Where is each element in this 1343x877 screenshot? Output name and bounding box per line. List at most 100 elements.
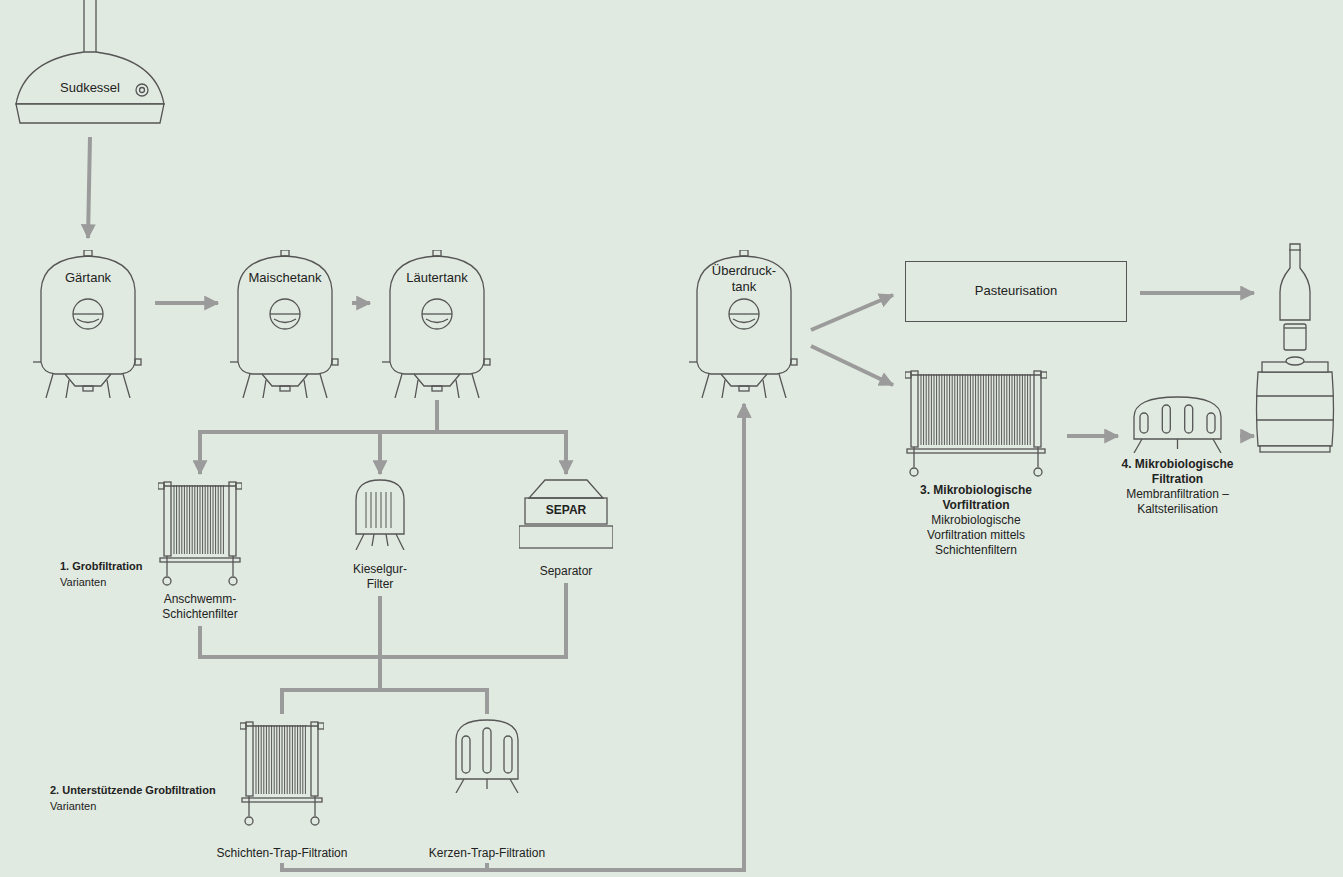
tank-outlet (432, 386, 442, 391)
filter-candle (504, 736, 512, 773)
flow-connector (1067, 434, 1118, 438)
filter-plate (996, 374, 997, 445)
filter-leg (510, 779, 518, 793)
filter-handle (158, 483, 164, 489)
filter-handle (905, 372, 911, 378)
filter-plate (266, 725, 267, 794)
side-port (230, 361, 238, 362)
filter-unit: Anschwemm- Schichtenfilter (158, 478, 242, 622)
flow-connector (487, 404, 744, 870)
node-label: Anschwemm- Schichtenfilter (162, 592, 237, 622)
filter-unit: Kieselgur- Filter (351, 478, 410, 592)
bottle-lip (1289, 249, 1301, 250)
filter-dome (456, 720, 518, 779)
node-label: Schichten-Trap-Filtration (217, 846, 348, 861)
filter-plate (297, 725, 298, 794)
filter-plate (261, 725, 262, 794)
tank-leg (763, 380, 766, 398)
machine-badge: SEPAR (517, 503, 615, 518)
tank-leg (243, 374, 250, 398)
filter-plate (1004, 374, 1005, 445)
flow-connector (380, 583, 566, 714)
filter-plate (258, 725, 259, 794)
filter-wheel (910, 468, 918, 476)
filter-plate (1019, 374, 1020, 445)
manway-arc (426, 319, 448, 323)
flow-connector (380, 400, 437, 474)
filter-element (386, 492, 387, 528)
filter-plate (944, 374, 945, 445)
keg-band (1256, 395, 1334, 396)
flow-connector (352, 301, 370, 305)
tank-cone (65, 374, 111, 386)
tank-leg (320, 374, 327, 398)
filter-plate (983, 374, 984, 445)
filter-plate (289, 725, 290, 794)
side-port (332, 359, 338, 365)
filter-plate (921, 374, 922, 445)
filter-dome (356, 480, 404, 534)
filter-plate (284, 725, 285, 794)
filter-element (366, 492, 367, 528)
tank-leg (263, 380, 266, 398)
node-label: Gärtank (65, 270, 111, 286)
filter-plate (197, 485, 198, 554)
tank-leg (702, 374, 709, 398)
filter-plate (269, 725, 270, 794)
filter-leg (1037, 447, 1038, 467)
filter-plate (300, 725, 301, 794)
filter-plate (210, 485, 211, 554)
filter-plate (952, 374, 953, 445)
filter-unit: SEPARSeparator (517, 478, 615, 579)
separator-hood (529, 480, 603, 498)
kettle-pipe (83, 0, 84, 52)
kettle-pipe (95, 0, 96, 52)
tank-outlet (83, 386, 93, 391)
filter-plate (274, 725, 275, 794)
flow-connector (811, 295, 893, 330)
filter-wheel (1034, 468, 1042, 476)
filter-candle (462, 736, 470, 773)
filter-plate (1009, 374, 1010, 445)
node-label: Pasteurisation (975, 283, 1057, 299)
manway-arc (274, 319, 296, 323)
filter-leg (456, 779, 464, 793)
tank-body (41, 256, 135, 374)
filter-leg (396, 534, 404, 550)
node-label: Kieselgur- Filter (353, 562, 407, 592)
manway-bar (270, 313, 300, 314)
filter-plate (207, 485, 208, 554)
flow-connector (282, 404, 744, 870)
keg-band (1256, 419, 1334, 420)
filter-plate (936, 374, 937, 445)
filter-plate (1001, 374, 1002, 445)
end-plate (1034, 371, 1041, 447)
kettle-port (136, 84, 148, 96)
filter-plate (189, 485, 190, 554)
tank: Überdruck- tank (689, 250, 799, 398)
filter-wheel (163, 577, 171, 585)
flow-connector (155, 301, 218, 305)
filter-element (381, 492, 382, 528)
filter-plate (176, 485, 177, 554)
tank-cone (721, 374, 767, 386)
flow-arrow (1240, 434, 1254, 438)
tank-leg (779, 374, 786, 398)
tank-body (238, 256, 332, 374)
side-port (484, 359, 490, 365)
containers (1256, 244, 1334, 452)
flow-connector (811, 346, 893, 385)
filter-plate (1012, 374, 1013, 445)
filter-plate (282, 725, 283, 794)
filter-plate (213, 485, 214, 554)
filter-unit: 3. Mikrobiologische VorfiltrationMikrobi… (904, 367, 1048, 558)
kieselguhr-filter (352, 478, 408, 550)
filter-plate (1006, 374, 1007, 445)
filter-leg (386, 534, 388, 546)
filter-plate (988, 374, 989, 445)
filter-frame (160, 558, 240, 562)
filter-handle (1041, 372, 1047, 378)
tank-outlet (739, 386, 749, 391)
filter-frame (907, 449, 1045, 453)
